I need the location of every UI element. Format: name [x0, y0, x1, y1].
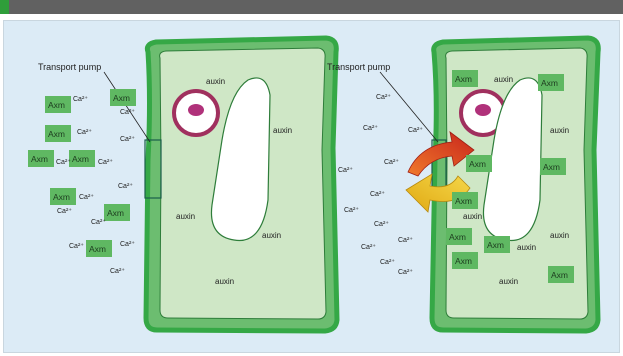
left-axm-box: Axm — [69, 150, 95, 167]
right-axm-box: Axm — [548, 266, 574, 283]
left-nucleolus — [188, 104, 204, 116]
svg-text:Axm: Axm — [551, 270, 568, 280]
svg-text:Axm: Axm — [72, 154, 89, 164]
right-ca-ion: Ca²⁺ — [376, 94, 391, 101]
left-ca-ion: Ca²⁺ — [57, 208, 72, 215]
right-pump-label: Transport pump — [327, 62, 390, 72]
right-auxin-label: auxin — [550, 231, 569, 240]
right-cell: Transport pump auxin auxin auxin auxin a… — [327, 38, 598, 331]
right-axm-box: Axm — [452, 192, 478, 209]
left-ca-ion: Ca²⁺ — [56, 159, 71, 166]
left-pump-label: Transport pump — [38, 62, 101, 72]
right-axm-box: Axm — [446, 228, 472, 245]
svg-text:Axm: Axm — [455, 74, 472, 84]
right-ca-ion: Ca²⁺ — [398, 237, 413, 244]
right-ca-ion: Ca²⁺ — [344, 207, 359, 214]
right-auxin-label: auxin — [550, 126, 569, 135]
left-auxin-label: auxin — [215, 277, 234, 286]
right-ca-ion: Ca²⁺ — [338, 167, 353, 174]
svg-text:Axm: Axm — [487, 240, 504, 250]
left-ca-ion: Ca²⁺ — [98, 159, 113, 166]
left-auxin-label: auxin — [206, 77, 225, 86]
svg-text:Axm: Axm — [48, 100, 65, 110]
left-ca-ion: Ca²⁺ — [120, 241, 135, 248]
svg-text:Axm: Axm — [543, 162, 560, 172]
right-ca-ion: Ca²⁺ — [398, 269, 413, 276]
right-auxin-label: auxin — [463, 212, 482, 221]
left-axm-box: Axm — [28, 150, 54, 167]
left-auxin-label: auxin — [262, 231, 281, 240]
left-ca-ion: Ca²⁺ — [69, 243, 84, 250]
left-cell: Transport pump auxin auxin auxin auxin a… — [28, 38, 337, 331]
right-axm-box: Axm — [452, 252, 478, 269]
svg-text:Axm: Axm — [113, 93, 130, 103]
right-ca-ion: Ca²⁺ — [361, 244, 376, 251]
svg-text:Axm: Axm — [48, 129, 65, 139]
left-ca-ion: Ca²⁺ — [120, 136, 135, 143]
svg-text:Axm: Axm — [541, 78, 558, 88]
right-ca-ion: Ca²⁺ — [374, 221, 389, 228]
left-axm-box: Axm — [110, 89, 136, 106]
left-ca-ion: Ca²⁺ — [118, 183, 133, 190]
left-auxin-label: auxin — [176, 212, 195, 221]
left-auxin-label: auxin — [273, 126, 292, 135]
right-axm-box: Axm — [466, 155, 492, 172]
left-axm-box: Axm — [104, 204, 130, 221]
left-axm-box: Axm — [86, 240, 112, 257]
right-nucleolus — [475, 104, 491, 116]
right-auxin-label: auxin — [494, 75, 513, 84]
right-ca-ion: Ca²⁺ — [380, 259, 395, 266]
svg-text:Axm: Axm — [53, 192, 70, 202]
right-axm-box: Axm — [484, 236, 510, 253]
left-axm-box: Axm — [50, 188, 76, 205]
right-axm-box: Axm — [538, 74, 564, 91]
right-ca-ion: Ca²⁺ — [363, 125, 378, 132]
svg-text:Axm: Axm — [455, 256, 472, 266]
left-ca-ion: Ca²⁺ — [120, 109, 135, 116]
svg-text:Axm: Axm — [455, 196, 472, 206]
left-ca-ion: Ca²⁺ — [73, 96, 88, 103]
left-pump-pointer — [104, 72, 150, 142]
right-axm-box: Axm — [540, 158, 566, 175]
left-axm-box: Axm — [45, 96, 71, 113]
right-axm-box: Axm — [452, 70, 478, 87]
left-ca-ion: Ca²⁺ — [77, 129, 92, 136]
left-ca-ion: Ca²⁺ — [110, 268, 125, 275]
right-ca-ion: Ca²⁺ — [408, 127, 423, 134]
right-ca-ion: Ca²⁺ — [384, 159, 399, 166]
svg-text:Axm: Axm — [469, 159, 486, 169]
right-auxin-label: auxin — [517, 243, 536, 252]
svg-text:Axm: Axm — [107, 208, 124, 218]
right-ca-ion: Ca²⁺ — [370, 191, 385, 198]
svg-text:Axm: Axm — [89, 244, 106, 254]
right-auxin-label: auxin — [499, 277, 518, 286]
left-axm-box: Axm — [45, 125, 71, 142]
svg-text:Axm: Axm — [31, 154, 48, 164]
left-ca-ion: Ca²⁺ — [91, 219, 106, 226]
svg-text:Axm: Axm — [449, 232, 466, 242]
left-ca-ion: Ca²⁺ — [79, 194, 94, 201]
